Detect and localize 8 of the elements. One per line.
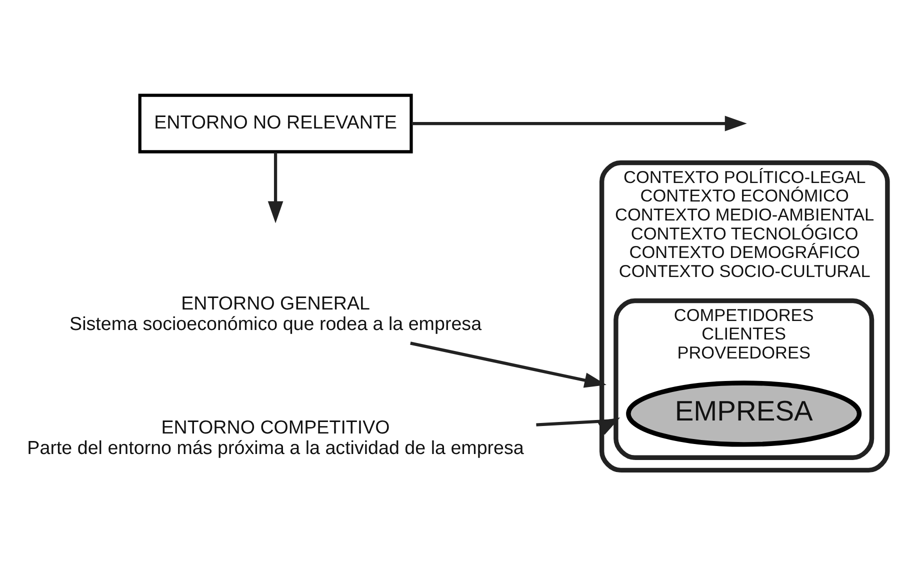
arrow xyxy=(536,416,620,434)
arrow xyxy=(410,341,606,388)
node-text: ENTORNO GENERAL Sistema socioeconómico que rodea a la empresa xyxy=(70,292,482,334)
node-text: ENTORNO COMPETITIVO Parte del entorno más próxima a la actividad de la empresa xyxy=(27,416,524,458)
node-ellipse: EMPRESA xyxy=(626,380,862,446)
node-box: ENTORNO NO RELEVANTE xyxy=(138,93,413,153)
arrow xyxy=(412,115,747,131)
arrow xyxy=(268,152,284,223)
